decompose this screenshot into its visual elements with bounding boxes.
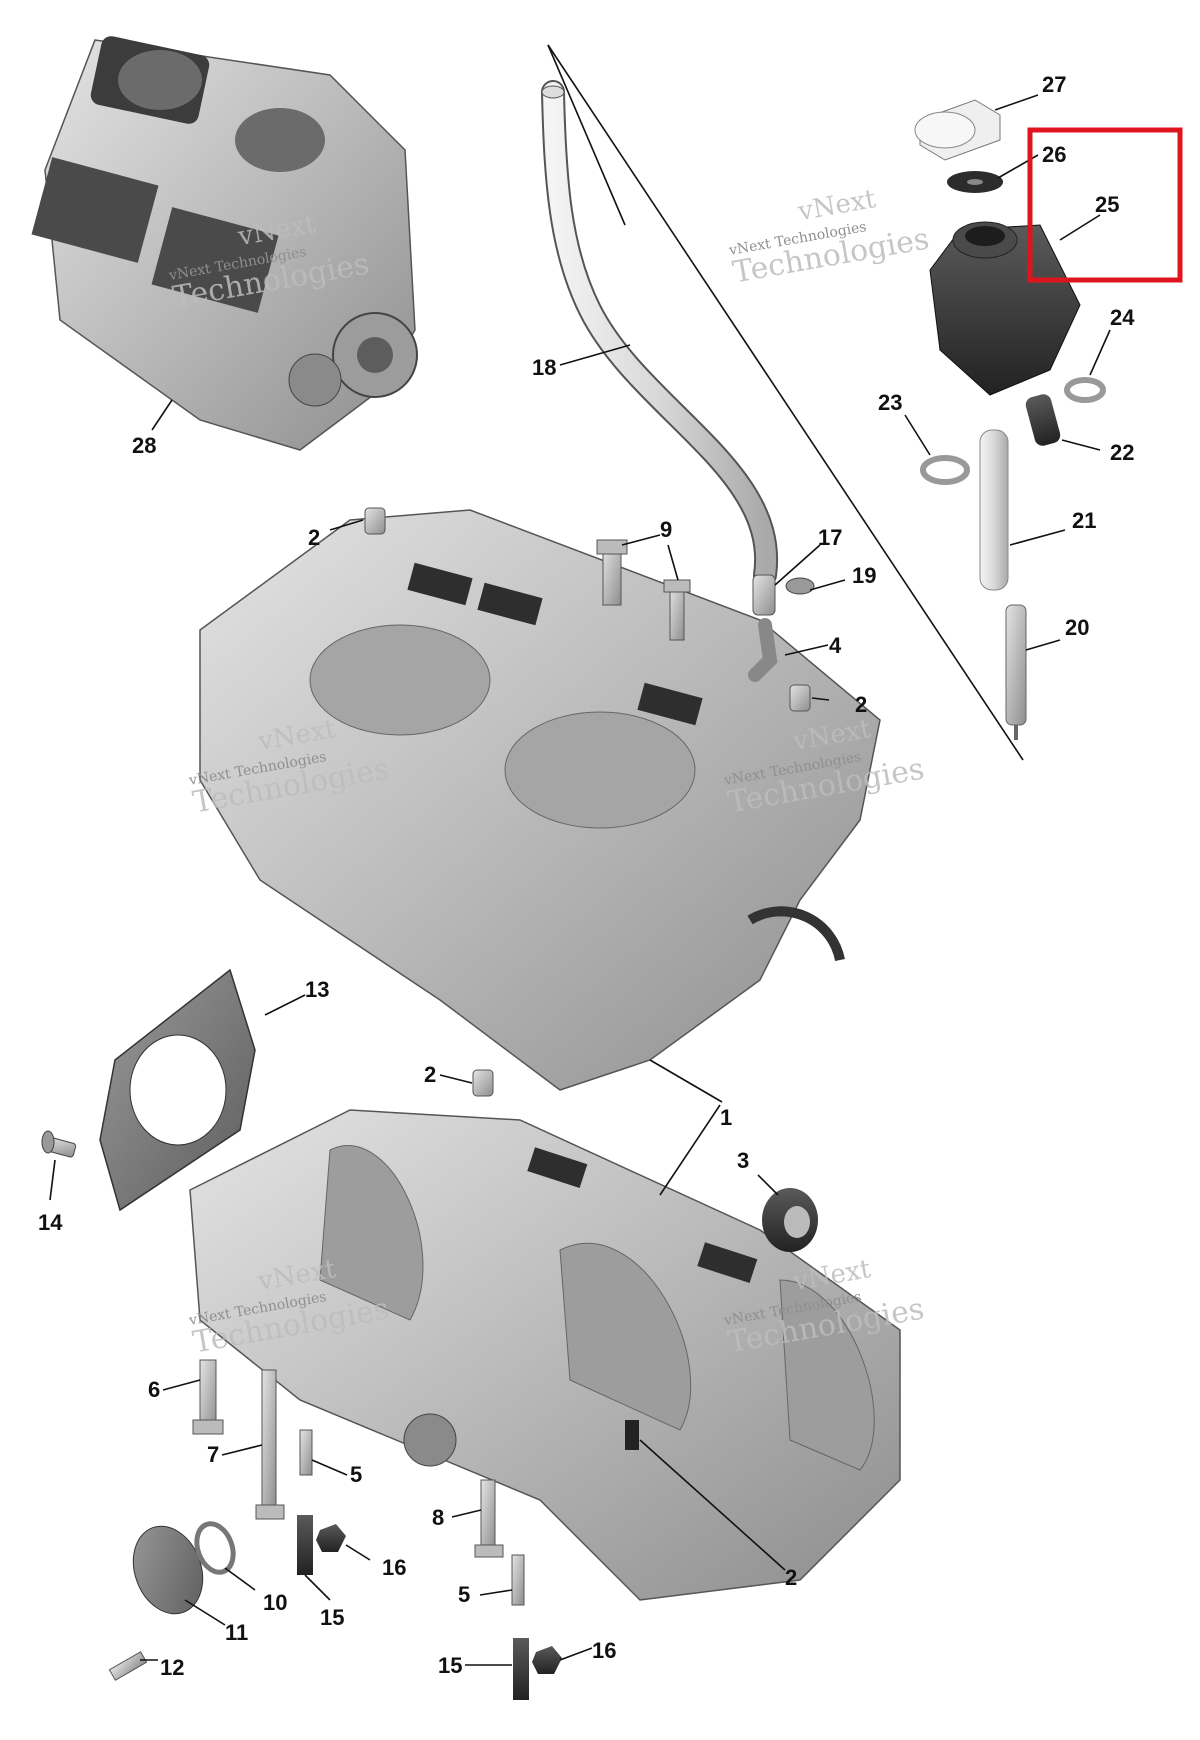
upper-crankcase: [199, 509, 881, 1091]
engine-assembly-28: [31, 36, 418, 451]
callout-17: 17: [818, 525, 842, 550]
callout-12: 12: [160, 1655, 184, 1680]
callout-2-bottom: 2: [785, 1565, 797, 1590]
callout-24: 24: [1110, 305, 1135, 330]
callout-5-upper: 5: [350, 1462, 362, 1487]
callout-16-upper: 16: [382, 1555, 406, 1580]
callout-8: 8: [432, 1505, 444, 1530]
callout-6: 6: [148, 1377, 160, 1402]
callout-2-upper-right: 2: [855, 692, 867, 717]
callout-20: 20: [1065, 615, 1089, 640]
oil-reservoir-25: [929, 221, 1081, 396]
callout-27: 27: [1042, 72, 1066, 97]
leader-lines: [49, 94, 1111, 1666]
callout-14: 14: [38, 1210, 63, 1235]
dowel-pins-2: [364, 507, 811, 1097]
callout-5-lower: 5: [458, 1582, 470, 1607]
callout-19: 19: [852, 563, 876, 588]
callout-10: 10: [263, 1590, 287, 1615]
o-ring-10: [194, 1521, 236, 1575]
callout-3: 3: [737, 1148, 749, 1173]
callout-11: 11: [225, 1620, 248, 1645]
gasket-26: [947, 171, 1003, 193]
callout-1: 1: [720, 1105, 732, 1130]
callout-9: 9: [660, 517, 672, 542]
studs-and-nuts: [297, 1515, 562, 1700]
callout-13: 13: [305, 977, 329, 1002]
callout-21: 21: [1072, 508, 1096, 533]
svg-text:vNext: vNext: [795, 184, 878, 227]
callout-2-top: 2: [308, 525, 320, 550]
lower-crankcase: [189, 1109, 901, 1601]
callout-28: 28: [132, 433, 156, 458]
reference-lines: [547, 44, 1024, 761]
callout-18: 18: [532, 355, 556, 380]
callout-23: 23: [878, 390, 902, 415]
clamp-23: [920, 455, 970, 485]
callout-25: 25: [1095, 192, 1119, 217]
hose-22: [1025, 394, 1061, 446]
callout-7: 7: [207, 1442, 219, 1467]
callout-15-upper: 15: [320, 1605, 344, 1630]
callout-26: 26: [1042, 142, 1066, 167]
fitting-17-and-elbow-4: [748, 574, 815, 682]
fitting-20: [1005, 604, 1027, 740]
callout-16-lower: 16: [592, 1638, 616, 1663]
callout-15-lower: 15: [438, 1653, 462, 1678]
hose-21: [979, 429, 1009, 591]
callout-numbers: 27 26 25 24 22 23 21 20 18 17 19 4 2 9 2…: [38, 72, 1135, 1680]
callout-4: 4: [829, 633, 842, 658]
highlight-box: [1027, 127, 1183, 283]
screws: [108, 539, 691, 1681]
gasket-13: [99, 968, 256, 1212]
cap-27: [914, 99, 1001, 161]
seal-3: [762, 1188, 818, 1252]
clamp-24: [1064, 377, 1106, 403]
vent-hose-18: [541, 80, 779, 587]
callout-22: 22: [1110, 440, 1134, 465]
callout-2-middle: 2: [424, 1062, 436, 1087]
plug-14: [41, 1130, 77, 1158]
